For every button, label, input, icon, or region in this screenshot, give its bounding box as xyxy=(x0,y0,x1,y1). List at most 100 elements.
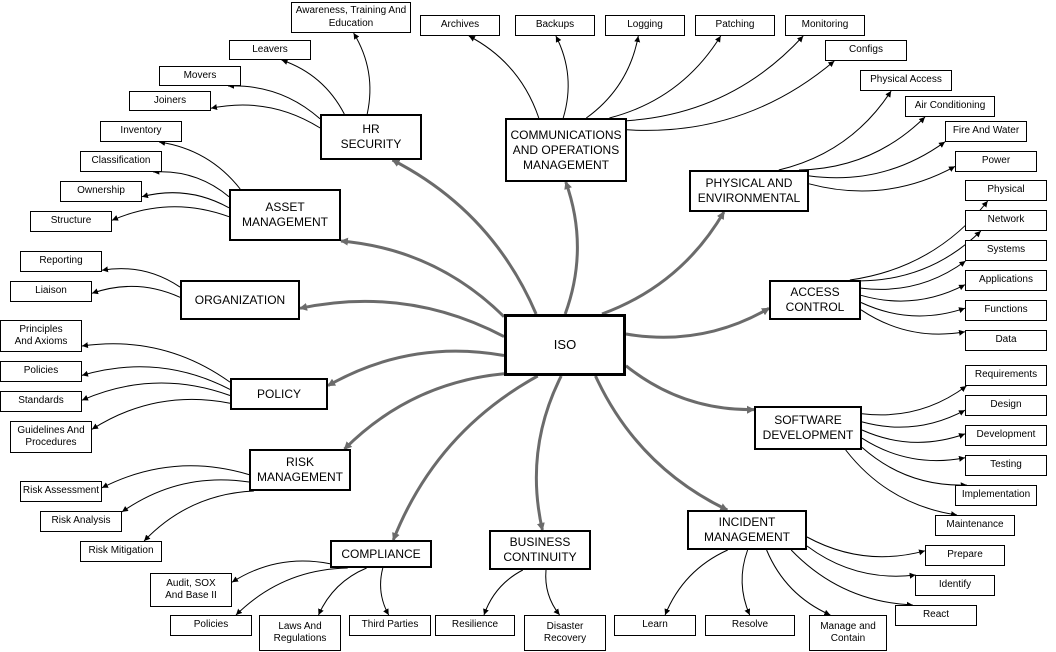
edge-comms-leaf-4 xyxy=(626,35,804,122)
leaf-backups[interactable]: Backups xyxy=(515,15,595,36)
topic-physical-environmental[interactable]: PHYSICAL AND ENVIRONMENTAL xyxy=(689,170,809,212)
edge-policy-leaf-2 xyxy=(81,382,231,401)
edge-soft-leaf-1 xyxy=(861,409,966,428)
topic-asset-management[interactable]: ASSET MANAGEMENT xyxy=(229,189,341,241)
leaf-data[interactable]: Data xyxy=(965,330,1047,351)
edge-risk-leaf-2 xyxy=(143,490,254,542)
edge-bcp-leaf-1 xyxy=(545,569,560,616)
leaf-maintenance[interactable]: Maintenance xyxy=(935,515,1015,536)
edge-soft-leaf-0 xyxy=(861,385,967,416)
leaf-react[interactable]: React xyxy=(895,605,977,626)
edge-compliance-leaf-2 xyxy=(318,567,367,616)
leaf-resilience[interactable]: Resilience xyxy=(435,615,515,636)
leaf-power[interactable]: Power xyxy=(955,151,1037,172)
leaf-ownership[interactable]: Ownership xyxy=(60,181,142,202)
edge-compliance-leaf-0 xyxy=(231,560,331,583)
edge-access-leaf-2 xyxy=(860,260,966,290)
leaf-development[interactable]: Development xyxy=(965,425,1047,446)
leaf-risk-mitigation[interactable]: Risk Mitigation xyxy=(80,541,162,562)
leaf-third-parties[interactable]: Third Parties xyxy=(349,615,431,636)
leaf-identify[interactable]: Identify xyxy=(915,575,995,596)
edge-root-to-incident xyxy=(594,375,729,512)
leaf-design[interactable]: Design xyxy=(965,395,1047,416)
topic-communications-operations[interactable]: COMMUNICATIONS AND OPERATIONS MANAGEMENT xyxy=(505,118,627,182)
edge-incident-leaf-1 xyxy=(806,545,916,579)
leaf-air-conditioning[interactable]: Air Conditioning xyxy=(905,96,995,117)
edge-asset-leaf-3 xyxy=(111,206,230,221)
topic-access-control[interactable]: ACCESS CONTROL xyxy=(769,280,861,320)
leaf-risk-analysis[interactable]: Risk Analysis xyxy=(40,511,122,532)
leaf-liaison[interactable]: Liaison xyxy=(10,281,92,302)
topic-software-development[interactable]: SOFTWARE DEVELOPMENT xyxy=(754,406,862,450)
leaf-guidelines-and-procedures[interactable]: Guidelines And Procedures xyxy=(10,421,92,453)
leaf-fire-and-water[interactable]: Fire And Water xyxy=(945,121,1027,142)
edge-policy-leaf-3 xyxy=(91,398,231,430)
leaf-leavers[interactable]: Leavers xyxy=(229,40,311,60)
leaf-manage-and-contain[interactable]: Manage and Contain xyxy=(809,615,887,651)
leaf-structure[interactable]: Structure xyxy=(30,211,112,232)
topic-hr-security[interactable]: HR SECURITY xyxy=(320,114,422,160)
leaf-patching[interactable]: Patching xyxy=(695,15,775,36)
root-node-iso[interactable]: ISO xyxy=(504,314,626,376)
leaf-configs[interactable]: Configs xyxy=(825,40,907,61)
leaf-reporting[interactable]: Reporting xyxy=(20,251,102,272)
edge-incident-leaf-4 xyxy=(741,549,751,616)
leaf-archives[interactable]: Archives xyxy=(420,15,500,36)
leaf-awareness-training-education[interactable]: Awareness, Training And Education xyxy=(291,2,411,33)
edge-phys-leaf-3 xyxy=(808,165,956,192)
topic-risk-management[interactable]: RISK MANAGEMENT xyxy=(249,449,351,491)
leaf-disaster-recovery[interactable]: Disaster Recovery xyxy=(524,615,606,651)
topic-business-continuity[interactable]: BUSINESS CONTINUITY xyxy=(489,530,591,570)
leaf-testing[interactable]: Testing xyxy=(965,455,1047,476)
topic-incident-management[interactable]: INCIDENT MANAGEMENT xyxy=(687,510,807,550)
leaf-learn[interactable]: Learn xyxy=(614,615,696,636)
leaf-resolve[interactable]: Resolve xyxy=(705,615,795,636)
leaf-applications[interactable]: Applications xyxy=(965,270,1047,291)
edge-access-leaf-3 xyxy=(860,284,966,302)
edge-soft-leaf-4 xyxy=(861,447,967,489)
leaf-physical-access[interactable]: Physical Access xyxy=(860,70,952,91)
leaf-logging[interactable]: Logging xyxy=(605,15,685,36)
edge-root-to-risk xyxy=(343,372,505,451)
leaf-audit-sox-base-ii[interactable]: Audit, SOX And Base II xyxy=(150,573,232,607)
leaf-principles-and-axioms[interactable]: Principles And Axioms xyxy=(0,320,82,352)
leaf-movers[interactable]: Movers xyxy=(159,66,241,86)
edge-asset-leaf-2 xyxy=(141,192,230,209)
leaf-joiners[interactable]: Joiners xyxy=(129,91,211,111)
leaf-physical[interactable]: Physical xyxy=(965,180,1047,201)
edge-soft-leaf-2 xyxy=(861,429,966,443)
edge-root-to-compliance xyxy=(391,374,539,541)
leaf-compliance-policies[interactable]: Policies xyxy=(170,615,252,636)
edge-root-to-bcp xyxy=(534,375,563,531)
edge-hr-leaf-2 xyxy=(227,82,321,120)
edge-policy-leaf-1 xyxy=(81,366,231,390)
edge-hr-leaf-3 xyxy=(210,104,321,129)
topic-organization[interactable]: ORGANIZATION xyxy=(180,280,300,320)
edge-policy-leaf-0 xyxy=(81,342,231,383)
edge-incident-leaf-5 xyxy=(664,549,728,616)
leaf-network[interactable]: Network xyxy=(965,210,1047,231)
topic-compliance[interactable]: COMPLIANCE xyxy=(330,540,432,568)
edge-root-to-comms xyxy=(563,181,579,315)
edge-comms-leaf-5 xyxy=(626,60,835,131)
leaf-risk-assessment[interactable]: Risk Assessment xyxy=(20,481,102,502)
leaf-standards[interactable]: Standards xyxy=(0,391,82,412)
edge-root-to-policy xyxy=(327,349,505,387)
edge-hr-leaf-0 xyxy=(353,32,371,115)
leaf-implementation[interactable]: Implementation xyxy=(955,485,1037,506)
leaf-monitoring[interactable]: Monitoring xyxy=(785,15,865,36)
leaf-inventory[interactable]: Inventory xyxy=(100,121,182,142)
leaf-prepare[interactable]: Prepare xyxy=(925,545,1005,566)
leaf-functions[interactable]: Functions xyxy=(965,300,1047,321)
edge-incident-leaf-0 xyxy=(806,536,926,558)
leaf-classification[interactable]: Classification xyxy=(80,151,162,172)
leaf-policy-policies[interactable]: Policies xyxy=(0,361,82,382)
edge-phys-leaf-0 xyxy=(778,90,892,171)
topic-policy[interactable]: POLICY xyxy=(230,378,328,410)
edge-incident-leaf-3 xyxy=(766,549,831,616)
leaf-laws-and-regulations[interactable]: Laws And Regulations xyxy=(259,615,341,651)
leaf-requirements[interactable]: Requirements xyxy=(965,365,1047,386)
edge-root-to-hr xyxy=(391,158,538,315)
leaf-systems[interactable]: Systems xyxy=(965,240,1047,261)
